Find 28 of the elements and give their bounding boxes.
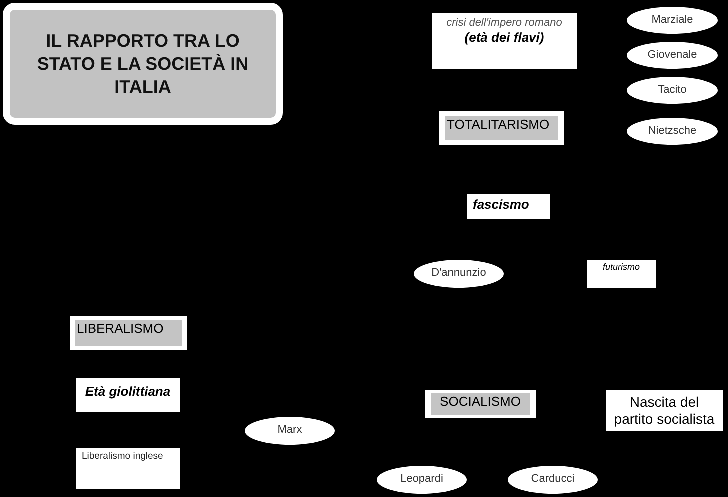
concept-label: SOCIALISMO	[440, 394, 521, 410]
concept-label: TOTALITARISMO	[447, 117, 550, 133]
heading-box	[439, 111, 564, 145]
concept-label: LIBERALISMO	[77, 321, 164, 337]
concept-box	[467, 194, 550, 219]
concept-label: fascismo	[473, 197, 530, 213]
heading-box	[425, 390, 536, 418]
concept-label: futurismo	[602, 262, 640, 273]
concept-label: Liberalismo inglese	[82, 451, 164, 462]
name-label: Leopardi	[400, 473, 444, 487]
concept-box	[587, 260, 656, 288]
concept-label: Nascita del partito socialista	[613, 394, 716, 428]
name-label: Nietzsche	[648, 124, 697, 138]
name-label: D'annunzio	[432, 267, 486, 281]
concept-label: Età giolittiana	[85, 384, 171, 400]
name-label: Marziale	[652, 14, 694, 28]
concept-box	[76, 378, 180, 412]
concept-label: crisi dell'impero romano	[446, 17, 562, 30]
name-label: Carducci	[531, 473, 575, 487]
name-label: Giovenale	[648, 48, 698, 62]
concept-box	[432, 13, 577, 69]
name-label: Tacito	[658, 84, 687, 98]
heading-box	[70, 316, 187, 350]
concept-box	[76, 448, 180, 489]
title-heading: IL RAPPORTO TRA LO STATO E LA SOCIETÀ IN ITALIA	[36, 30, 250, 98]
concept-box	[606, 390, 723, 431]
concept-label: (età dei flavi)	[464, 30, 544, 46]
name-label: Marx	[278, 424, 302, 438]
